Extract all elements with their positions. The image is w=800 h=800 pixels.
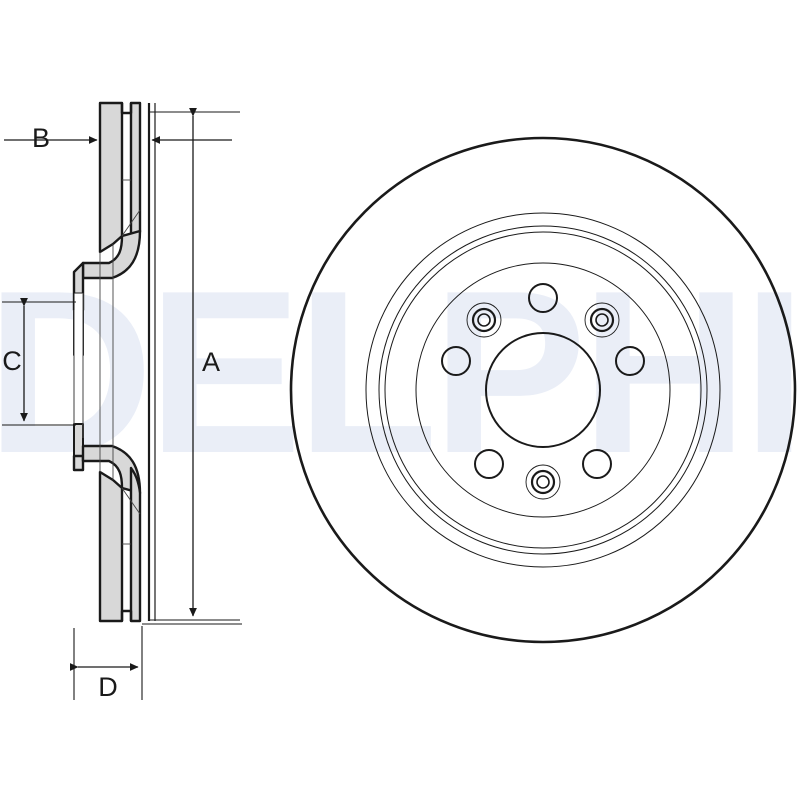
friction-band-inner-ring: [365, 212, 721, 568]
section-outer-plate-lower: [98, 470, 124, 623]
hat-face-ring: [415, 262, 671, 518]
threaded-hole: [584, 302, 620, 338]
dimension-b-label: B: [32, 123, 50, 153]
section-hat-face-lines: [73, 310, 84, 424]
section-right-edges: [147, 103, 156, 621]
front-face-view: [289, 136, 797, 644]
dimension-c-label: C: [2, 346, 22, 376]
section-hat-wall-lower-2: [72, 454, 85, 472]
section-hat-neck-lower: [81, 444, 142, 495]
hat-outer-ring-2: [384, 231, 702, 549]
section-internal-detail-lines: [99, 179, 141, 545]
bolt-hole: [615, 346, 645, 376]
dimension-a: A: [149, 108, 240, 621]
dimension-d-label: D: [98, 672, 118, 702]
bolt-hole: [474, 449, 504, 479]
cross-section-view: [72, 101, 156, 623]
section-vent-notch-top: [120, 103, 133, 115]
disc-outer-edge: [289, 136, 797, 644]
section-vent-notch-bottom: [120, 609, 133, 621]
section-outer-plate-upper: [98, 101, 124, 254]
dimension-b: B: [4, 123, 232, 153]
dimension-d: D: [70, 623, 242, 702]
section-hat-body-mid: [73, 292, 84, 439]
bolt-hole: [582, 449, 612, 479]
dimension-c: C: [2, 298, 76, 426]
bolt-hole: [441, 346, 471, 376]
dimension-a-label: A: [202, 347, 220, 377]
threaded-hole: [525, 464, 561, 500]
threaded-hole: [466, 302, 502, 338]
centre-bore: [485, 332, 601, 448]
bolt-hole: [528, 283, 558, 313]
hat-outer-ring-1: [378, 225, 708, 555]
section-inner-plate-lower: [129, 466, 142, 623]
